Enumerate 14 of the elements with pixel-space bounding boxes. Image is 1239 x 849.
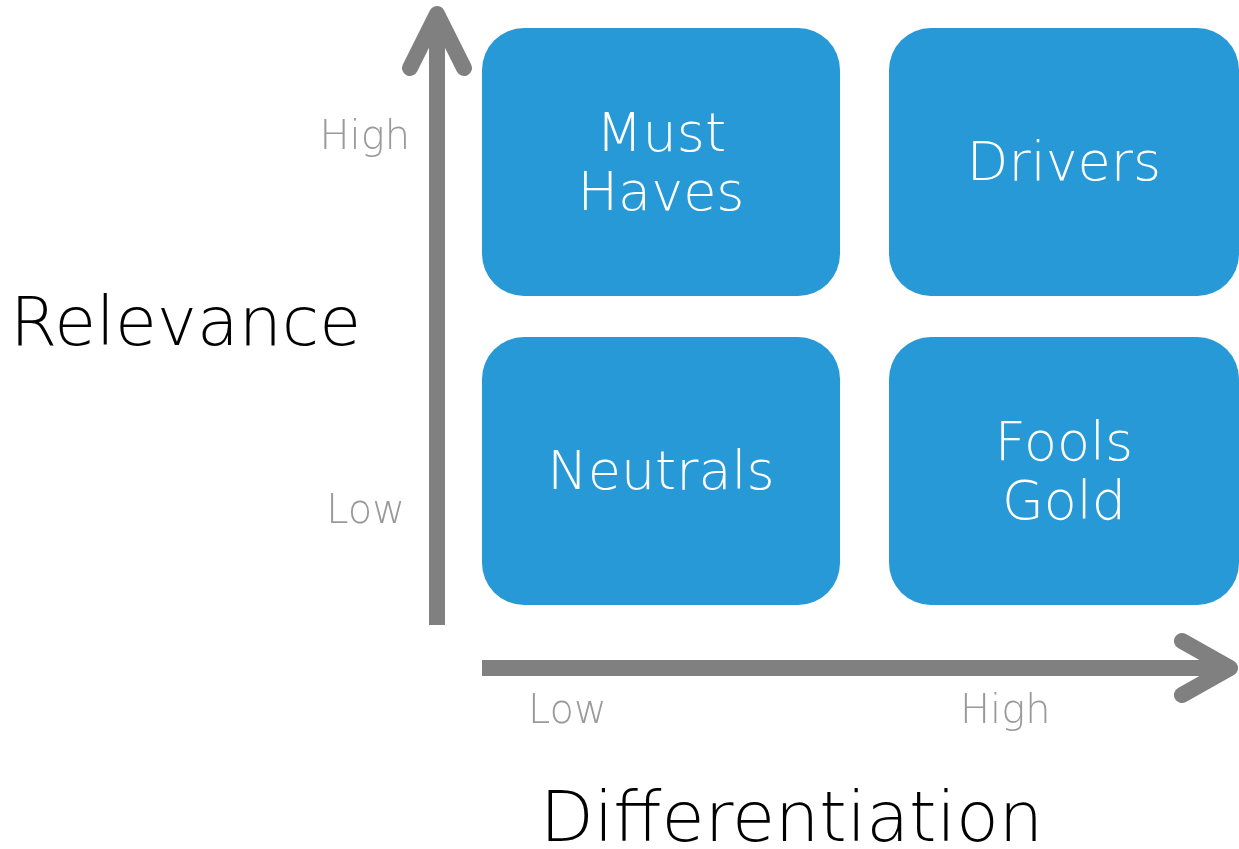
axis-tick-label: Low (326, 486, 405, 532)
quadrant-label: Fools Gold (993, 411, 1135, 531)
axis-tick-label: Low (528, 686, 607, 732)
quadrant-label: Drivers (966, 132, 1162, 192)
axis-tick-label: High (960, 686, 1051, 732)
quadrant-box (482, 337, 840, 605)
axis-title: Differentiation (540, 776, 1044, 849)
quadrant-box (889, 28, 1239, 296)
axis-title: Relevance (10, 282, 361, 361)
quadrant-label: Must Haves (576, 102, 746, 222)
quadrant-box (482, 28, 840, 296)
quadrant-label: Neutrals (547, 441, 775, 501)
quadrant-box (889, 337, 1239, 605)
axis-tick-label: High (319, 112, 410, 158)
